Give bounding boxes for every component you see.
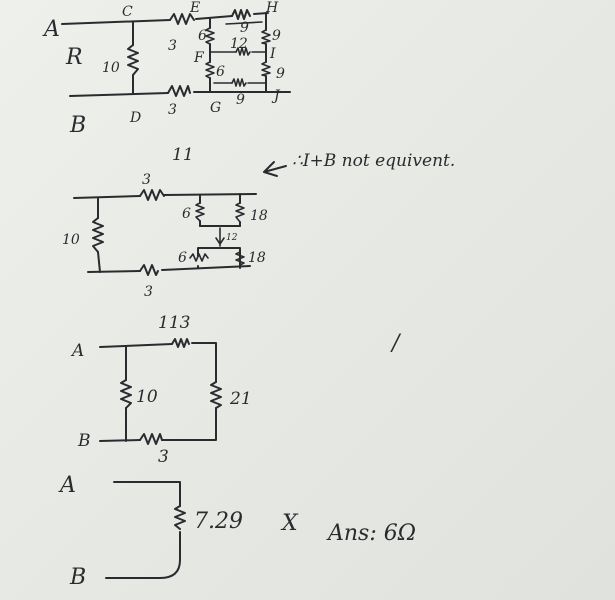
node-d-label: D xyxy=(129,110,141,126)
value-r-mid-top: 6 xyxy=(182,206,191,222)
node-h-label: H xyxy=(265,0,279,16)
answer-text: Ans: 6Ω xyxy=(326,521,416,546)
equivalent-wire xyxy=(105,481,181,579)
circuit-diagram-1: A R B C D E F G H I J 10 3 3 6 6 9 12 9 … xyxy=(42,0,291,138)
node-b-label: B xyxy=(69,565,86,590)
resistor-cd-10 xyxy=(127,44,139,76)
left-wire xyxy=(97,197,101,273)
resistor-hi-9 xyxy=(261,29,271,45)
value-r-bot: 3 xyxy=(168,102,177,118)
resistor-top-3 xyxy=(169,13,195,25)
value-r-right-top: 18 xyxy=(250,208,268,224)
value-r-bot: 3 xyxy=(158,447,169,467)
resistor-right-top-18 xyxy=(235,202,245,223)
value-r-left: 10 xyxy=(136,387,158,407)
node-f-label: F xyxy=(193,50,205,66)
resistor-mid-bot-6 xyxy=(189,253,209,262)
node-a-label: A xyxy=(42,17,60,42)
value-r-eh-top: 9 xyxy=(240,20,249,36)
resistor-mid-top-6 xyxy=(195,202,205,222)
note-text: ∴I+B not equivent. xyxy=(292,151,455,171)
resistor-right-21 xyxy=(210,381,222,409)
inner-wire-eh xyxy=(225,21,263,25)
resistor-top-3 xyxy=(171,338,190,348)
value-r-top: 3 xyxy=(142,172,151,188)
value-r-ij: 9 xyxy=(276,66,285,82)
value-r-bot: 3 xyxy=(144,284,153,300)
value-r-fi: 12 xyxy=(230,36,248,52)
value-r-mid-bot: 6 xyxy=(178,250,187,266)
resistor-top-3 xyxy=(139,189,165,201)
resistor-fg-6 xyxy=(205,61,215,79)
result-value: 7.29 xyxy=(194,509,243,534)
node-j-label: J xyxy=(271,88,281,104)
stray-mark: / xyxy=(390,331,402,356)
link-wire xyxy=(215,227,225,247)
node-b-label: B xyxy=(69,113,86,138)
resistor-equivalent xyxy=(174,505,186,530)
value-r-top: 113 xyxy=(158,313,190,333)
value-r-small: 12 xyxy=(226,233,238,243)
node-b-label: B xyxy=(77,431,91,451)
node-a-label: A xyxy=(70,341,84,361)
circuit-diagram-3: A B 113 10 21 3 xyxy=(70,313,252,467)
value-r-right-bot: 18 xyxy=(248,250,266,266)
value-r-top: 3 xyxy=(168,38,177,54)
resistor-bot-3 xyxy=(139,433,163,445)
value-r-left: 10 xyxy=(62,232,80,248)
cross-mark: X xyxy=(280,511,299,536)
circuit-diagram-4: A B 7.29 X Ans: 6Ω xyxy=(58,473,416,590)
resistor-ef-6 xyxy=(205,27,215,45)
value-r-ef: 6 xyxy=(198,28,207,44)
node-i-label: I xyxy=(269,46,276,62)
circuit-diagram-2: 11 ∴I+B not equivent. 12 3 10 6 18 6 18 … xyxy=(62,145,455,300)
bottom-wire xyxy=(87,265,251,273)
resistor-ij-9 xyxy=(261,61,271,77)
resistor-bot-3 xyxy=(139,264,159,276)
node-g-label: G xyxy=(210,100,221,116)
bottom-rail-wire xyxy=(69,91,291,97)
value-r-hi: 9 xyxy=(272,28,281,44)
resistor-gj-9 xyxy=(231,78,247,87)
resistor-bot-3 xyxy=(167,85,191,97)
value-r-gj: 9 xyxy=(236,92,245,108)
resistor-eh-top xyxy=(231,9,251,20)
resistor-left-10 xyxy=(120,379,132,409)
resistor-left-10 xyxy=(92,217,104,253)
r-label: R xyxy=(65,45,83,70)
value-r-cd: 10 xyxy=(102,60,120,76)
lower-box-wire xyxy=(197,247,241,269)
resistor-fi-12 xyxy=(235,47,251,56)
resistor-right-bot-18 xyxy=(235,251,245,266)
loop-wire xyxy=(99,342,217,442)
node-a-label: A xyxy=(58,473,76,498)
node-c-label: C xyxy=(122,4,133,20)
arrow-icon xyxy=(263,161,287,177)
equals-mark: 11 xyxy=(172,145,194,165)
value-r-fg: 6 xyxy=(216,64,225,80)
value-r-right: 21 xyxy=(229,389,252,409)
node-e-label: E xyxy=(189,0,200,16)
